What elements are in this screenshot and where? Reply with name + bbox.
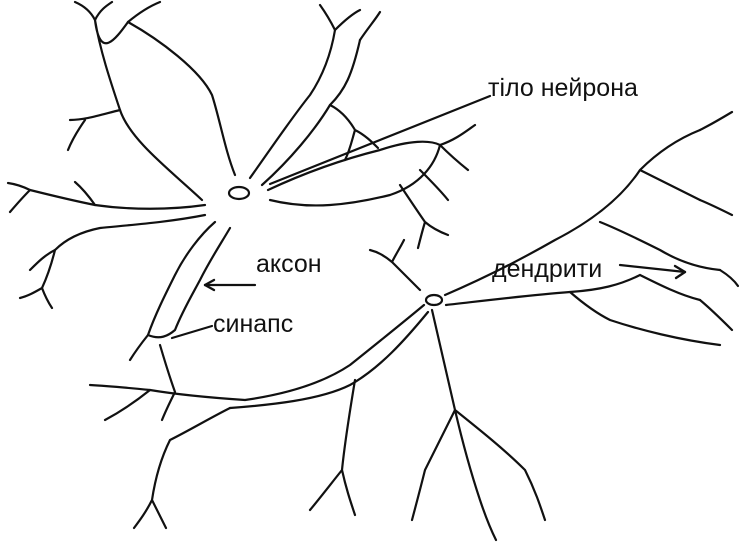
soma-pointer-line (270, 96, 490, 184)
synapse-pointer-line (172, 326, 212, 338)
neuron-1-branches-top (320, 5, 380, 160)
neuron-2-process-lower-left (310, 380, 355, 515)
neuron-1-nucleus (229, 187, 249, 199)
neuron-1-branches-left (8, 182, 95, 308)
soma-label: тіло нейрона (488, 76, 638, 101)
axon-label: аксон (256, 252, 322, 277)
neuron-1-axon-branches (130, 335, 175, 420)
neuron-2-branch-up-left (370, 240, 420, 290)
neuron-2-dendrite-right-branches (570, 112, 738, 345)
neuron-1-process-top (250, 30, 360, 185)
neuron-1-process-left (30, 190, 205, 250)
neuron-2 (90, 112, 738, 540)
dendrites-label: дендрити (492, 257, 602, 282)
neuron-2-process-left-branches (90, 385, 230, 528)
neuron-2-nucleus (426, 295, 442, 305)
neuron-1 (8, 2, 490, 420)
neuron-1-branches-top-left (68, 2, 160, 150)
synapse-label: синапс (213, 312, 293, 337)
neuron-2-process-down (412, 310, 496, 540)
